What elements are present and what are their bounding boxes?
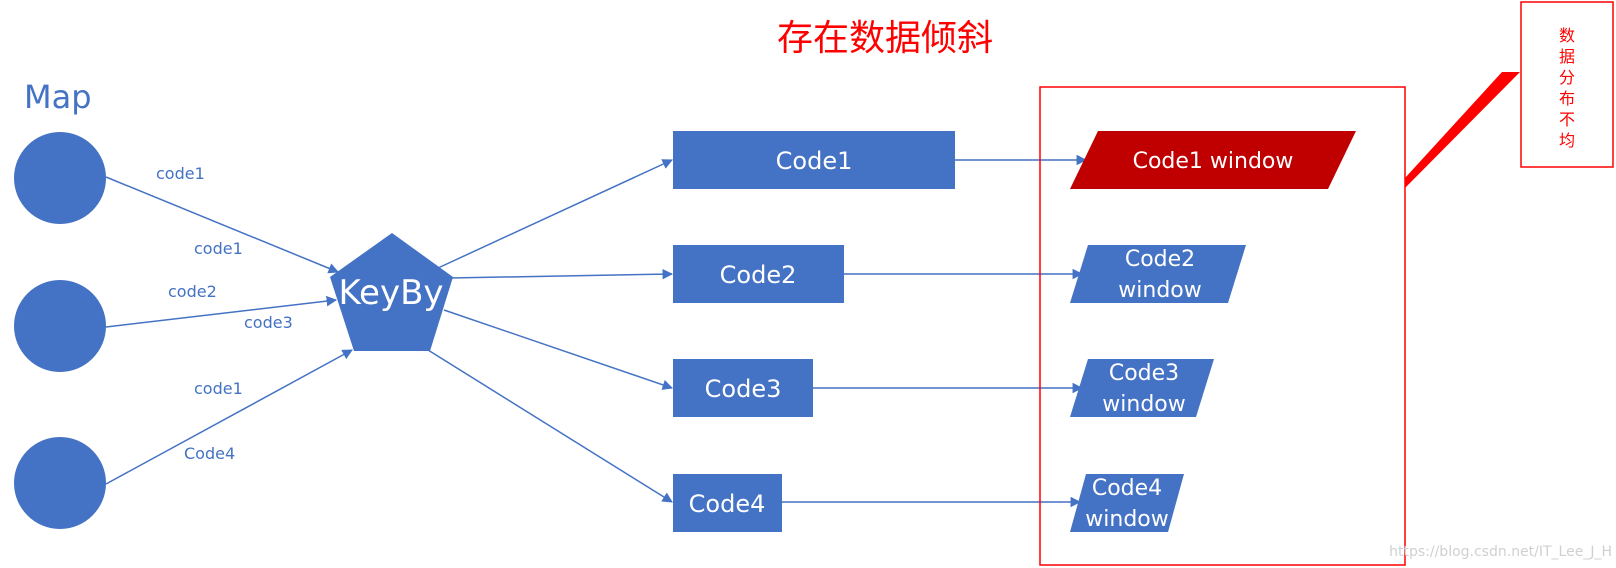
edge-label-code4: Code4 xyxy=(184,444,235,463)
edge-map1-keyby xyxy=(105,176,339,274)
window-label: Code3 xyxy=(1109,361,1179,386)
key-node-code2 xyxy=(673,245,844,303)
callout-char: 不 xyxy=(1559,110,1575,129)
edge-keyby-code2 xyxy=(449,268,674,280)
window-label: Code1 window xyxy=(1133,149,1294,174)
key-node-code4 xyxy=(673,474,782,532)
edge-keyby-code4 xyxy=(427,349,673,503)
callout-box xyxy=(1520,1,1614,168)
edge-map3-keyby xyxy=(105,349,353,485)
edge-label-code1: code1 xyxy=(156,164,205,183)
window-node-code2 xyxy=(1070,245,1246,303)
map-node-1 xyxy=(14,132,106,224)
watermark: https://blog.csdn.net/IT_Lee_J_H xyxy=(1389,544,1612,560)
edge-map2-keyby xyxy=(105,295,338,328)
callout-char: 分 xyxy=(1559,68,1575,87)
diagram-title: 存在数据倾斜 xyxy=(777,18,993,59)
map-node-2 xyxy=(14,280,106,372)
keyby-node xyxy=(330,233,453,351)
key-node-label: Code4 xyxy=(689,490,766,518)
window-label: window xyxy=(1085,507,1168,532)
callout-connector xyxy=(1405,72,1520,188)
edge-label-code1: code1 xyxy=(194,239,243,258)
key-node-label: Code1 xyxy=(776,147,853,175)
key-node-code1 xyxy=(673,131,955,189)
key-node-code3 xyxy=(673,359,813,417)
key-node-label: Code3 xyxy=(705,375,782,403)
edge-keyby-code1 xyxy=(437,159,673,269)
edge-label-code2: code2 xyxy=(168,282,217,301)
callout-char: 均 xyxy=(1559,131,1575,150)
edge-label-code3: code3 xyxy=(244,313,293,332)
edge-keyby-code3 xyxy=(443,309,673,390)
key-node-label: Code2 xyxy=(720,261,797,289)
callout-char: 布 xyxy=(1559,89,1575,108)
map-label: Map xyxy=(24,78,92,116)
callout-char: 数 xyxy=(1559,26,1575,45)
edge-label-code1: code1 xyxy=(194,379,243,398)
callout-text: 数 据 分 布 不 均 xyxy=(1559,26,1575,150)
keyby-label: KeyBy xyxy=(338,273,443,313)
window-group-box xyxy=(1039,86,1406,566)
map-node-3 xyxy=(14,437,106,529)
window-label: window xyxy=(1102,392,1185,417)
window-node-code4 xyxy=(1070,474,1184,532)
callout-char: 据 xyxy=(1559,47,1575,66)
window-node-code3 xyxy=(1070,359,1214,417)
window-label: Code2 xyxy=(1125,247,1195,272)
window-label: window xyxy=(1118,278,1201,303)
window-node-code1-hot xyxy=(1070,131,1356,189)
window-label: Code4 xyxy=(1092,476,1162,501)
